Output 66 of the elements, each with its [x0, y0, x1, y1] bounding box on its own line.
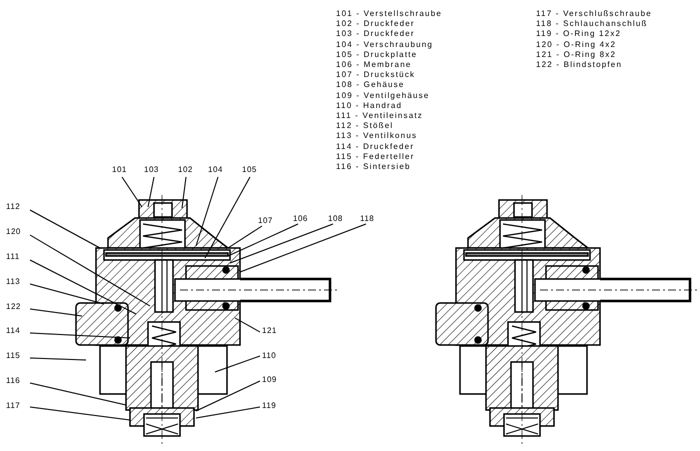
callout-number: 113: [6, 277, 20, 287]
parts-list-entry: 115 - Federteller: [336, 152, 416, 162]
callout-number: 112: [6, 202, 20, 212]
parts-list-entry: 120 - O-Ring 4x2: [536, 40, 618, 50]
leader-line: [30, 332, 130, 338]
parts-list-entry: 110 - Handrad: [336, 100, 404, 112]
parts-list-entry: 117 - Verschlußschraube: [536, 9, 652, 20]
leader-line: [148, 176, 154, 208]
leader-line: [196, 406, 260, 418]
parts-list-entry: 116 - Sintersieb: [336, 162, 412, 172]
parts-list-entry: 107 - Druckstück: [336, 70, 416, 80]
callout-number: 103: [144, 165, 159, 175]
leader-line: [214, 356, 260, 372]
leader-line: [30, 260, 136, 314]
leader-line: [30, 210, 100, 248]
leader-line: [30, 284, 104, 304]
leader-line: [240, 224, 366, 272]
callout-number: 115: [6, 351, 20, 361]
parts-list-entry: 121 - O-Ring 8x2: [536, 50, 618, 60]
parts-list-entry: 103 - Druckfeder: [336, 29, 416, 40]
parts-list-entry: 104 - Verschraubung: [336, 40, 434, 50]
parts-list-entry: 112 - Stößel: [336, 121, 394, 132]
leader-line: [234, 318, 260, 332]
leader-line: [30, 308, 82, 316]
callout-number: 122: [6, 302, 21, 312]
callout-number: 117: [6, 401, 20, 411]
leader-line: [228, 224, 298, 256]
callout-number: 101: [112, 165, 127, 175]
leader-line: [30, 234, 150, 306]
leader-line: [196, 380, 260, 412]
callout-number: 108: [328, 214, 343, 224]
parts-list-entry: 111 - Ventileinsatz: [336, 111, 424, 122]
callout-number: 121: [262, 326, 277, 336]
parts-list-entry: 122 - Blindstopfen: [536, 60, 624, 70]
leader-line: [182, 176, 186, 208]
callout-number: 120: [6, 227, 21, 237]
parts-list-entry: 118 - Schlauchanschluß: [536, 19, 649, 30]
parts-list-entry: 106 - Membrane: [336, 60, 412, 70]
leader-line: [122, 176, 142, 208]
callout-number: 116: [6, 376, 20, 386]
parts-list-entry: 101 - Verstellschraube: [336, 9, 442, 20]
callout-number: 106: [293, 214, 308, 224]
callout-number: 109: [262, 375, 277, 385]
leader-line: [30, 406, 130, 420]
callout-number: 105: [242, 165, 257, 175]
callout-number: 119: [262, 401, 276, 411]
leader-line: [30, 382, 126, 406]
leader-line: [30, 358, 86, 360]
callout-number: 118: [360, 214, 374, 224]
parts-list-entry: 109 - Ventilgehäuse: [336, 90, 431, 101]
callout-number: 102: [178, 165, 193, 175]
parts-list-entry: 119 - O-Ring 12x2: [536, 29, 622, 40]
leader-line: [230, 224, 334, 264]
callout-number: 111: [6, 252, 20, 262]
callout-number: 114: [6, 326, 20, 336]
parts-list-entry: 113 - Ventilkonus: [336, 131, 418, 142]
parts-list-entry: 105 - Druckplatte: [336, 50, 418, 60]
leader-line: [228, 226, 262, 248]
callout-number: 107: [258, 216, 273, 226]
parts-list-entry: 108 - Gehäuse: [336, 80, 406, 91]
leader-line: [196, 176, 218, 246]
parts-list-entry: 114 - Druckfeder: [336, 142, 416, 152]
callout-number: 104: [208, 165, 223, 175]
callout-number: 110: [262, 351, 276, 361]
leader-line: [204, 176, 250, 258]
parts-list-entry: 102 - Druckfeder: [336, 19, 416, 30]
